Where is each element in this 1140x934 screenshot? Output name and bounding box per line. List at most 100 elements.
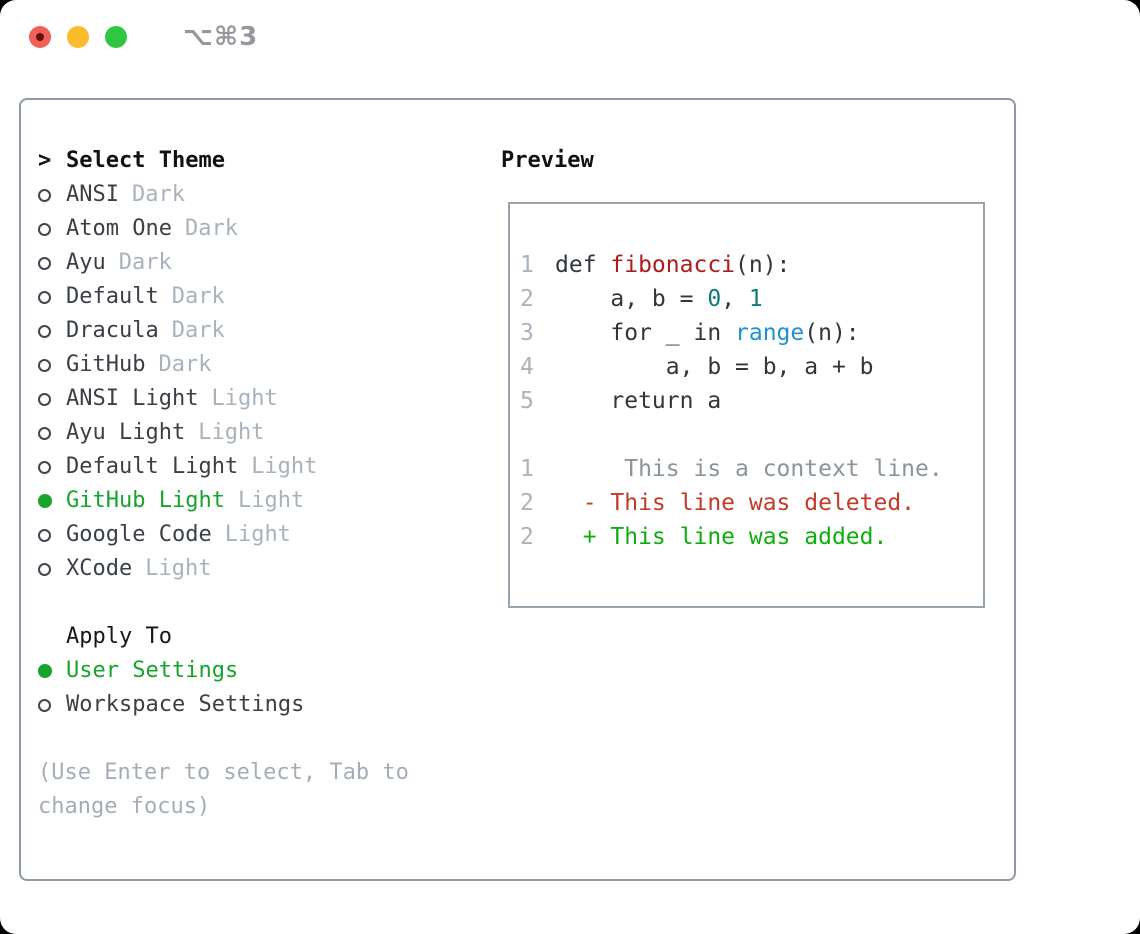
option-name: Atom One <box>66 216 172 241</box>
theme-variant-tag: Light <box>198 420 265 445</box>
radio-selected-icon <box>38 494 52 508</box>
line-number: 4 <box>520 354 534 380</box>
selection-arrow-icon: > <box>38 148 52 173</box>
line-number: 2 <box>520 524 534 550</box>
code-line: 2 - This line was deleted. <box>520 486 973 520</box>
radio-icon <box>38 188 51 202</box>
radio-icon-wrap <box>38 460 66 474</box>
line-number: 5 <box>520 388 534 414</box>
theme-variant-tag: Light <box>211 386 278 411</box>
code-segment: range <box>735 320 805 346</box>
preview-label: Preview <box>501 148 594 173</box>
code-line: 4 a, b = b, a + b <box>520 350 973 384</box>
theme-variant-tag: Dark <box>184 216 238 241</box>
titlebar: ⌥⌘3 <box>29 22 258 52</box>
radio-icon-wrap <box>38 290 66 304</box>
radio-icon <box>38 290 51 304</box>
option-name: Ayu Light <box>66 420 186 445</box>
radio-icon <box>38 426 51 440</box>
radio-icon-wrap <box>38 698 66 712</box>
theme-option[interactable]: Default Dark <box>38 280 479 314</box>
line-number <box>520 418 555 452</box>
radio-icon <box>38 562 51 576</box>
line-number: 2 <box>520 286 534 312</box>
close-button[interactable] <box>29 26 51 48</box>
code-segment: , <box>721 286 749 312</box>
code-segment: (n): <box>735 252 791 278</box>
radio-icon-wrap <box>38 494 66 508</box>
code-line: 1 This is a context line. <box>520 452 973 486</box>
radio-icon <box>38 324 51 338</box>
apply-option[interactable]: Workspace Settings <box>38 688 479 722</box>
code-line: 5 return a <box>520 384 973 418</box>
radio-icon <box>38 222 51 236</box>
option-name: Default <box>66 284 159 309</box>
line-number: 3 <box>520 320 534 346</box>
radio-icon-wrap <box>38 256 66 270</box>
radio-icon <box>38 528 51 542</box>
theme-variant-tag: Dark <box>171 284 225 309</box>
radio-icon <box>38 460 51 474</box>
code-segment: - This line was deleted. <box>555 490 916 516</box>
radio-selected-icon <box>38 664 52 678</box>
option-name: User Settings <box>66 658 239 683</box>
minimize-button[interactable] <box>67 26 89 48</box>
apply-option[interactable]: User Settings <box>38 654 479 688</box>
option-name: GitHub <box>66 352 146 377</box>
radio-icon <box>38 256 51 270</box>
theme-option[interactable]: Google Code Light <box>38 518 479 552</box>
radio-icon <box>38 698 51 712</box>
theme-option[interactable]: Atom One Dark <box>38 212 479 246</box>
zoom-button[interactable] <box>105 26 127 48</box>
code-segment: + This line was added. <box>555 524 888 550</box>
radio-icon-wrap <box>38 664 66 678</box>
apply-to-header: Apply To <box>66 624 172 649</box>
select-theme-header: > Select Theme <box>38 144 479 178</box>
option-name: XCode <box>66 556 133 581</box>
keyboard-hint: (Use Enter to select, Tab to change focu… <box>38 760 409 819</box>
code-line: 2 + This line was added. <box>520 520 973 554</box>
line-number: 2 <box>520 490 534 516</box>
theme-option[interactable]: Default Light Light <box>38 450 479 484</box>
code-line <box>520 418 973 452</box>
line-number: 1 <box>520 252 534 278</box>
code-segment: This is a context line. <box>555 456 943 482</box>
theme-variant-tag: Light <box>224 522 291 547</box>
code-segment: 0 <box>707 286 722 312</box>
option-name: Ayu <box>66 250 106 275</box>
theme-variant-tag: Light <box>251 454 318 479</box>
option-name: Dracula <box>66 318 159 343</box>
radio-icon-wrap <box>38 392 66 406</box>
close-dot-icon <box>36 33 44 41</box>
radio-icon-wrap <box>38 324 66 338</box>
theme-variant-tag: Dark <box>131 182 185 207</box>
radio-icon <box>38 358 51 372</box>
radio-icon-wrap <box>38 562 66 576</box>
option-name: Google Code <box>66 522 212 547</box>
code-segment: (n): <box>804 320 860 346</box>
code-segment: def <box>555 252 611 278</box>
code-segment: a, b = <box>555 286 708 312</box>
code-segment: 1 <box>748 286 763 312</box>
radio-icon-wrap <box>38 528 66 542</box>
radio-icon-wrap <box>38 358 66 372</box>
option-name: Default Light <box>66 454 239 479</box>
option-name: Workspace Settings <box>66 692 305 717</box>
code-line: 1 def fibonacci(n): <box>520 248 973 282</box>
theme-variant-tag: Light <box>237 488 305 513</box>
code-segment: fibonacci <box>610 252 736 278</box>
theme-option[interactable]: Ayu Light Light <box>38 416 479 450</box>
